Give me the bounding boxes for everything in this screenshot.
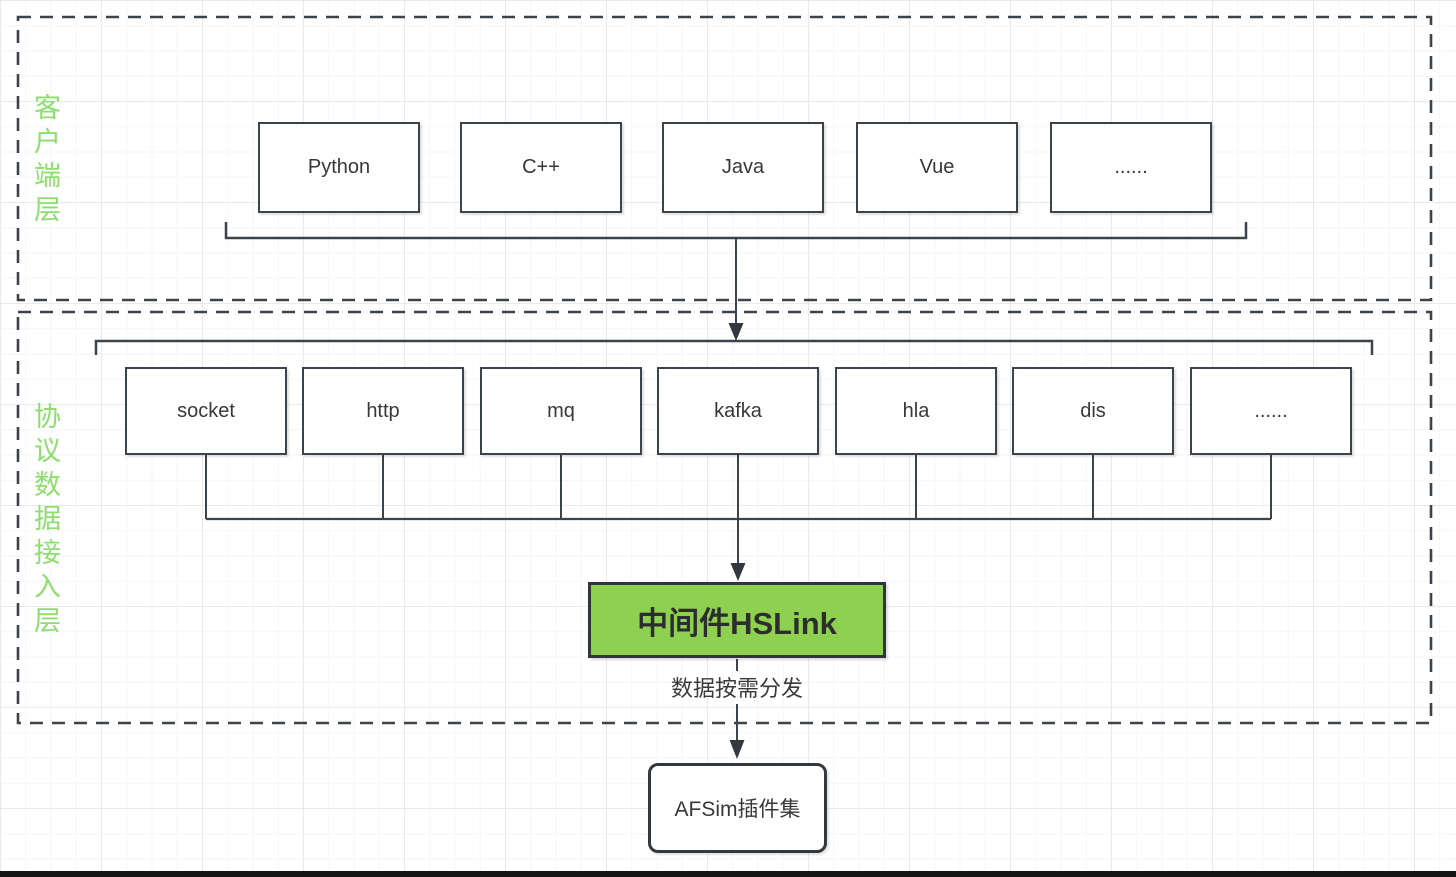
flow-annotation: 数据按需分发 [670,676,803,701]
protocol-layer-label: 协议数据接入层 [30,402,60,640]
bottom-edge-bar [0,871,1456,877]
node-vue: Vue [856,122,1018,213]
client-layer-label: 客户端层 [30,93,60,229]
node-python: Python [258,122,420,213]
client-bracket [224,222,1248,240]
node-http: http [302,367,464,455]
arrowhead-client-to-protocol [728,323,744,341]
arrowhead-middleware-to-sink [729,740,745,759]
protocol-layer-box [16,310,1433,725]
node-ellipsis-client: ...... [1050,122,1212,213]
node-java: Java [662,122,824,213]
protocol-descenders [205,455,1272,519]
middleware-node: 中间件HSLink [588,582,886,658]
node-mq: mq [480,367,642,455]
arrowhead-protocol-to-middleware [730,563,746,581]
node-socket: socket [125,367,287,455]
sink-node-afsim: AFSim插件集 [648,763,827,853]
node-ellipsis-protocol: ...... [1190,367,1352,455]
node-kafka: kafka [657,367,819,455]
client-layer-box [16,15,1433,302]
node-hla: hla [835,367,997,455]
node-dis: dis [1012,367,1174,455]
protocol-bracket [94,339,1374,355]
node-cpp: C++ [460,122,622,213]
